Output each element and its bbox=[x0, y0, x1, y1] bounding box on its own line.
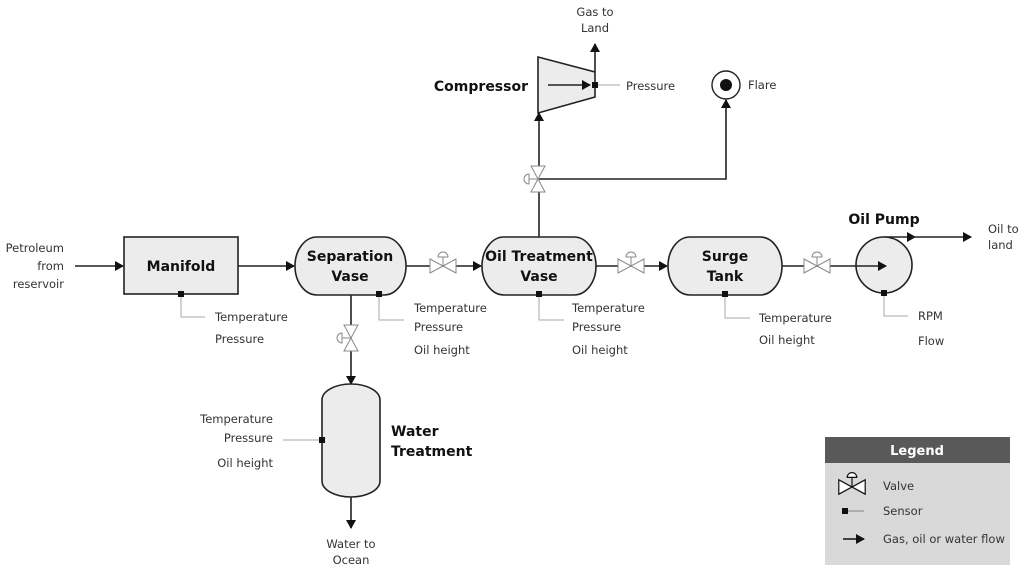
svg-text:Temperature: Temperature bbox=[214, 310, 288, 324]
svg-text:reservoir: reservoir bbox=[13, 277, 64, 291]
svg-text:Compressor: Compressor bbox=[434, 79, 528, 95]
source-label: Petroleum from reservoir bbox=[6, 241, 65, 291]
legend-header bbox=[825, 437, 1010, 463]
svg-text:Vase: Vase bbox=[520, 269, 557, 285]
svg-text:Vase: Vase bbox=[331, 269, 368, 285]
svg-text:Temperature: Temperature bbox=[199, 412, 273, 426]
valve-icon[interactable] bbox=[336, 324, 359, 352]
sensor-icon bbox=[881, 290, 887, 296]
svg-text:Oil height: Oil height bbox=[414, 343, 470, 357]
svg-text:Oil height: Oil height bbox=[217, 456, 273, 470]
svg-text:Ocean: Ocean bbox=[333, 553, 370, 567]
oil-pump[interactable]: Oil Pump RPM Flow Oil to land bbox=[848, 212, 1018, 348]
svg-text:Sensor: Sensor bbox=[883, 504, 923, 518]
svg-text:Water to: Water to bbox=[326, 537, 375, 551]
svg-text:Water: Water bbox=[391, 424, 439, 440]
svg-text:Temperature: Temperature bbox=[413, 301, 487, 315]
sensor-icon bbox=[319, 437, 325, 443]
svg-text:Oil to: Oil to bbox=[988, 222, 1019, 236]
manifold[interactable]: Manifold Temperature Pressure bbox=[123, 236, 288, 346]
flare[interactable]: Flare bbox=[711, 70, 776, 100]
svg-text:Temperature: Temperature bbox=[571, 301, 645, 315]
svg-text:Flare: Flare bbox=[748, 78, 776, 92]
svg-text:Gas to: Gas to bbox=[576, 5, 613, 19]
surge-tank[interactable]: Surge Tank Temperature Oil height bbox=[667, 236, 832, 347]
svg-text:Pressure: Pressure bbox=[414, 320, 463, 334]
sensor-icon bbox=[592, 82, 598, 88]
valve-icon[interactable] bbox=[429, 251, 457, 274]
sensor-icon bbox=[178, 291, 184, 297]
oil-treatment-vase[interactable]: Oil Treatment Vase Temperature Pressure … bbox=[481, 236, 645, 357]
legend: Legend Valve Sensor Gas, oil or water fl… bbox=[825, 437, 1010, 565]
pipe-to-flare bbox=[539, 99, 731, 180]
legend-valve-icon bbox=[838, 472, 866, 496]
svg-text:Gas, oil or water flow: Gas, oil or water flow bbox=[883, 532, 1005, 546]
svg-text:Pressure: Pressure bbox=[224, 431, 273, 445]
legend-sensor-icon bbox=[842, 508, 848, 514]
svg-text:Pressure: Pressure bbox=[572, 320, 621, 334]
svg-text:Treatment: Treatment bbox=[391, 444, 473, 460]
svg-text:Oil height: Oil height bbox=[572, 343, 628, 357]
svg-text:land: land bbox=[988, 238, 1013, 252]
valve-icon[interactable] bbox=[803, 251, 831, 274]
svg-text:from: from bbox=[37, 259, 64, 273]
svg-text:Temperature: Temperature bbox=[758, 311, 832, 325]
water-treatment[interactable]: Water Treatment Temperature Pressure Oil… bbox=[199, 383, 473, 567]
svg-text:Surge: Surge bbox=[702, 249, 748, 265]
sensor-icon bbox=[722, 291, 728, 297]
separation-vase[interactable]: Separation Vase Temperature Pressure Oil… bbox=[294, 236, 487, 357]
svg-text:Flow: Flow bbox=[918, 334, 944, 348]
svg-text:Legend: Legend bbox=[890, 444, 944, 459]
svg-text:Pressure: Pressure bbox=[215, 332, 264, 346]
svg-text:RPM: RPM bbox=[918, 309, 943, 323]
svg-text:Pressure: Pressure bbox=[626, 79, 675, 93]
sensor-icon bbox=[536, 291, 542, 297]
valve-icon[interactable] bbox=[617, 251, 645, 274]
svg-text:Valve: Valve bbox=[883, 479, 914, 493]
svg-text:Separation: Separation bbox=[307, 249, 393, 265]
svg-text:Manifold: Manifold bbox=[147, 259, 216, 275]
svg-text:Oil Treatment: Oil Treatment bbox=[485, 249, 593, 265]
svg-text:Oil Pump: Oil Pump bbox=[848, 212, 919, 228]
svg-text:Petroleum: Petroleum bbox=[6, 241, 64, 255]
svg-text:Tank: Tank bbox=[707, 269, 744, 285]
sensor-icon bbox=[376, 291, 382, 297]
svg-text:Land: Land bbox=[581, 21, 609, 35]
compressor[interactable]: Pressure Compressor Gas to Land bbox=[434, 5, 675, 115]
svg-text:Oil height: Oil height bbox=[759, 333, 815, 347]
